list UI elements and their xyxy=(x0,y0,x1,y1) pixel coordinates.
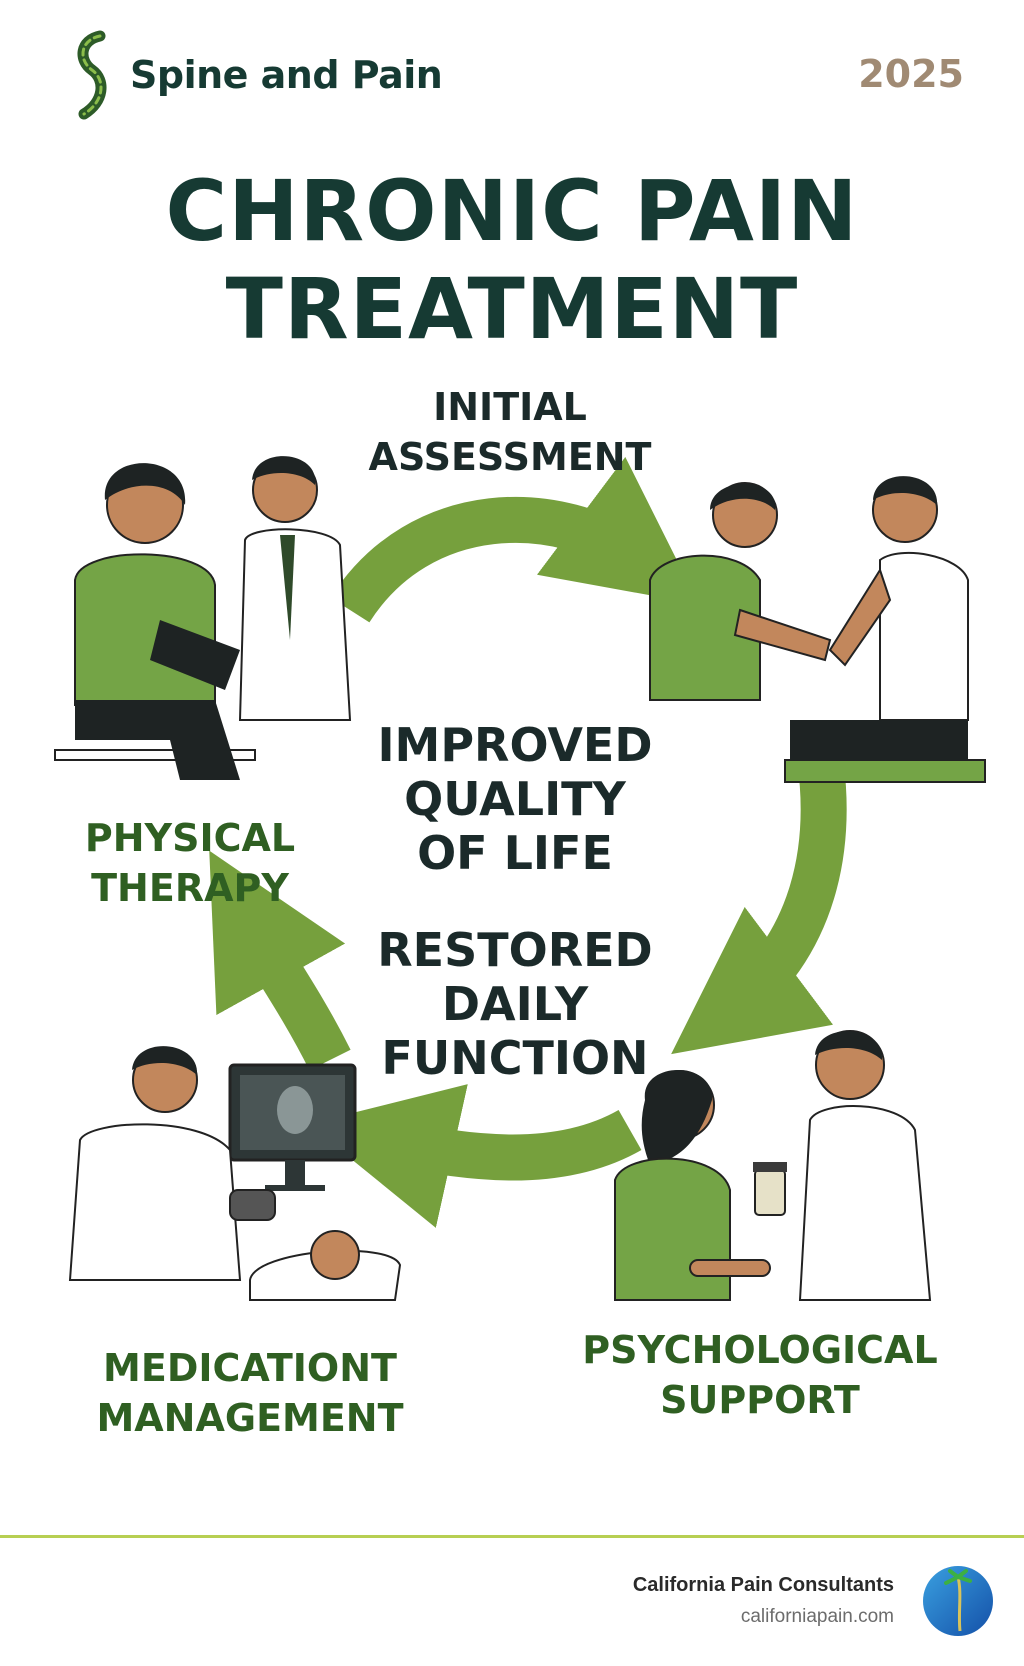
step-label-line: ASSESSMENT xyxy=(368,435,652,479)
step-label-line: THERAPY xyxy=(91,866,289,910)
outcome-line: IMPROVED xyxy=(377,718,653,772)
footer-divider xyxy=(0,1535,1024,1538)
arrow-bottom xyxy=(308,1084,642,1228)
year-label: 2025 xyxy=(858,52,964,96)
psychological-support-illustration xyxy=(614,1030,932,1301)
outcome-restored-function: RESTORED DAILY FUNCTION xyxy=(340,923,690,1085)
outcome-line: DAILY xyxy=(441,977,589,1031)
step-psychological-support: PSYCHOLOGICAL SUPPORT xyxy=(560,1325,960,1425)
cycle-diagram xyxy=(54,456,986,1301)
title-line-2: TREATMENT xyxy=(225,260,799,358)
step-initial-assessment: INITIAL ASSESSMENT xyxy=(330,382,690,482)
outcome-line: QUALITY xyxy=(404,772,626,826)
footer-company-name: California Pain Consultants xyxy=(632,1574,894,1596)
step-label-line: PSYCHOLOGICAL xyxy=(582,1328,938,1372)
outcome-line: RESTORED xyxy=(377,923,653,977)
arrow-top xyxy=(330,456,699,623)
step-label-line: SUPPORT xyxy=(660,1378,860,1422)
step-label-line: MEDICATIONT xyxy=(103,1346,397,1390)
consultation-illustration xyxy=(54,456,352,780)
footer-url[interactable]: californiapain.com xyxy=(740,1606,894,1627)
outcome-line: OF LIFE xyxy=(417,826,613,880)
step-label-line: INITIAL xyxy=(433,385,587,429)
physical-therapy-illustration xyxy=(649,476,986,783)
step-label-line: PHYSICAL xyxy=(84,816,296,860)
step-physical-therapy: PHYSICAL THERAPY xyxy=(50,813,330,913)
step-medication-management: MEDICATIONT MANAGEMENT xyxy=(80,1343,420,1443)
brand: Spine and Pain xyxy=(70,30,443,120)
title-line-1: CHRONIC PAIN xyxy=(165,162,859,260)
step-label-line: MANAGEMENT xyxy=(96,1396,404,1440)
page-title: CHRONIC PAIN TREATMENT xyxy=(0,162,1024,358)
outcome-improved-quality: IMPROVED QUALITY OF LIFE xyxy=(340,718,690,880)
spine-logo-icon xyxy=(77,30,107,120)
medication-illustration xyxy=(68,1046,402,1301)
outcome-line: FUNCTION xyxy=(381,1031,649,1085)
brand-name: Spine and Pain xyxy=(130,53,443,97)
california-logo-icon xyxy=(923,1566,993,1636)
arrow-left xyxy=(209,850,351,1071)
